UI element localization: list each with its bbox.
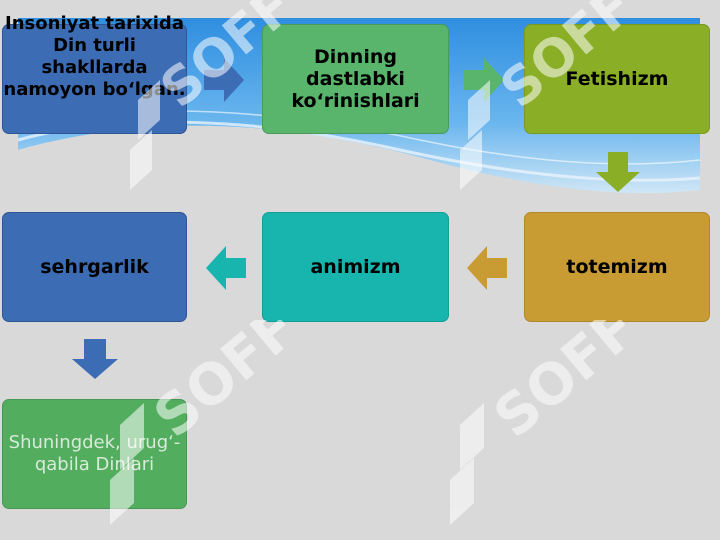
arrow-left-icon [206,246,246,290]
arrow-down-icon [72,339,118,379]
box-magic-label: sehrgarlik [40,256,149,278]
box-tribal-religions: Shuningdek, urug‘-qabila Dinlari [2,399,187,509]
arrow-left-icon [467,246,507,290]
box-early-forms-label: Dinning dastlabki ko‘rinishlari [291,46,420,112]
arrow-right-icon [464,58,504,102]
watermark-text: SOFF [482,320,650,451]
box-fetishism-label: Fetishizm [565,68,669,90]
arrow-down-icon [596,152,640,192]
box-magic: sehrgarlik [2,212,187,322]
arrow-right-icon [204,58,244,102]
box-early-forms: Dinning dastlabki ko‘rinishlari [262,24,449,134]
box-tribal-religions-label: Shuningdek, urug‘-qabila Dinlari [8,432,181,475]
soff-logo-icon: SOFF [450,320,650,525]
box-totemism-label: totemizm [566,256,668,278]
box-totemism: totemizm [524,212,710,322]
box-fetishism: Fetishizm [524,24,710,134]
box-intro-label: Insoniyat tarixida Din turli shakllarda … [3,13,186,100]
box-animism: animizm [262,212,449,322]
box-intro: Insoniyat tarixida Din turli shakllarda … [2,13,187,134]
box-animism-label: animizm [310,256,401,278]
